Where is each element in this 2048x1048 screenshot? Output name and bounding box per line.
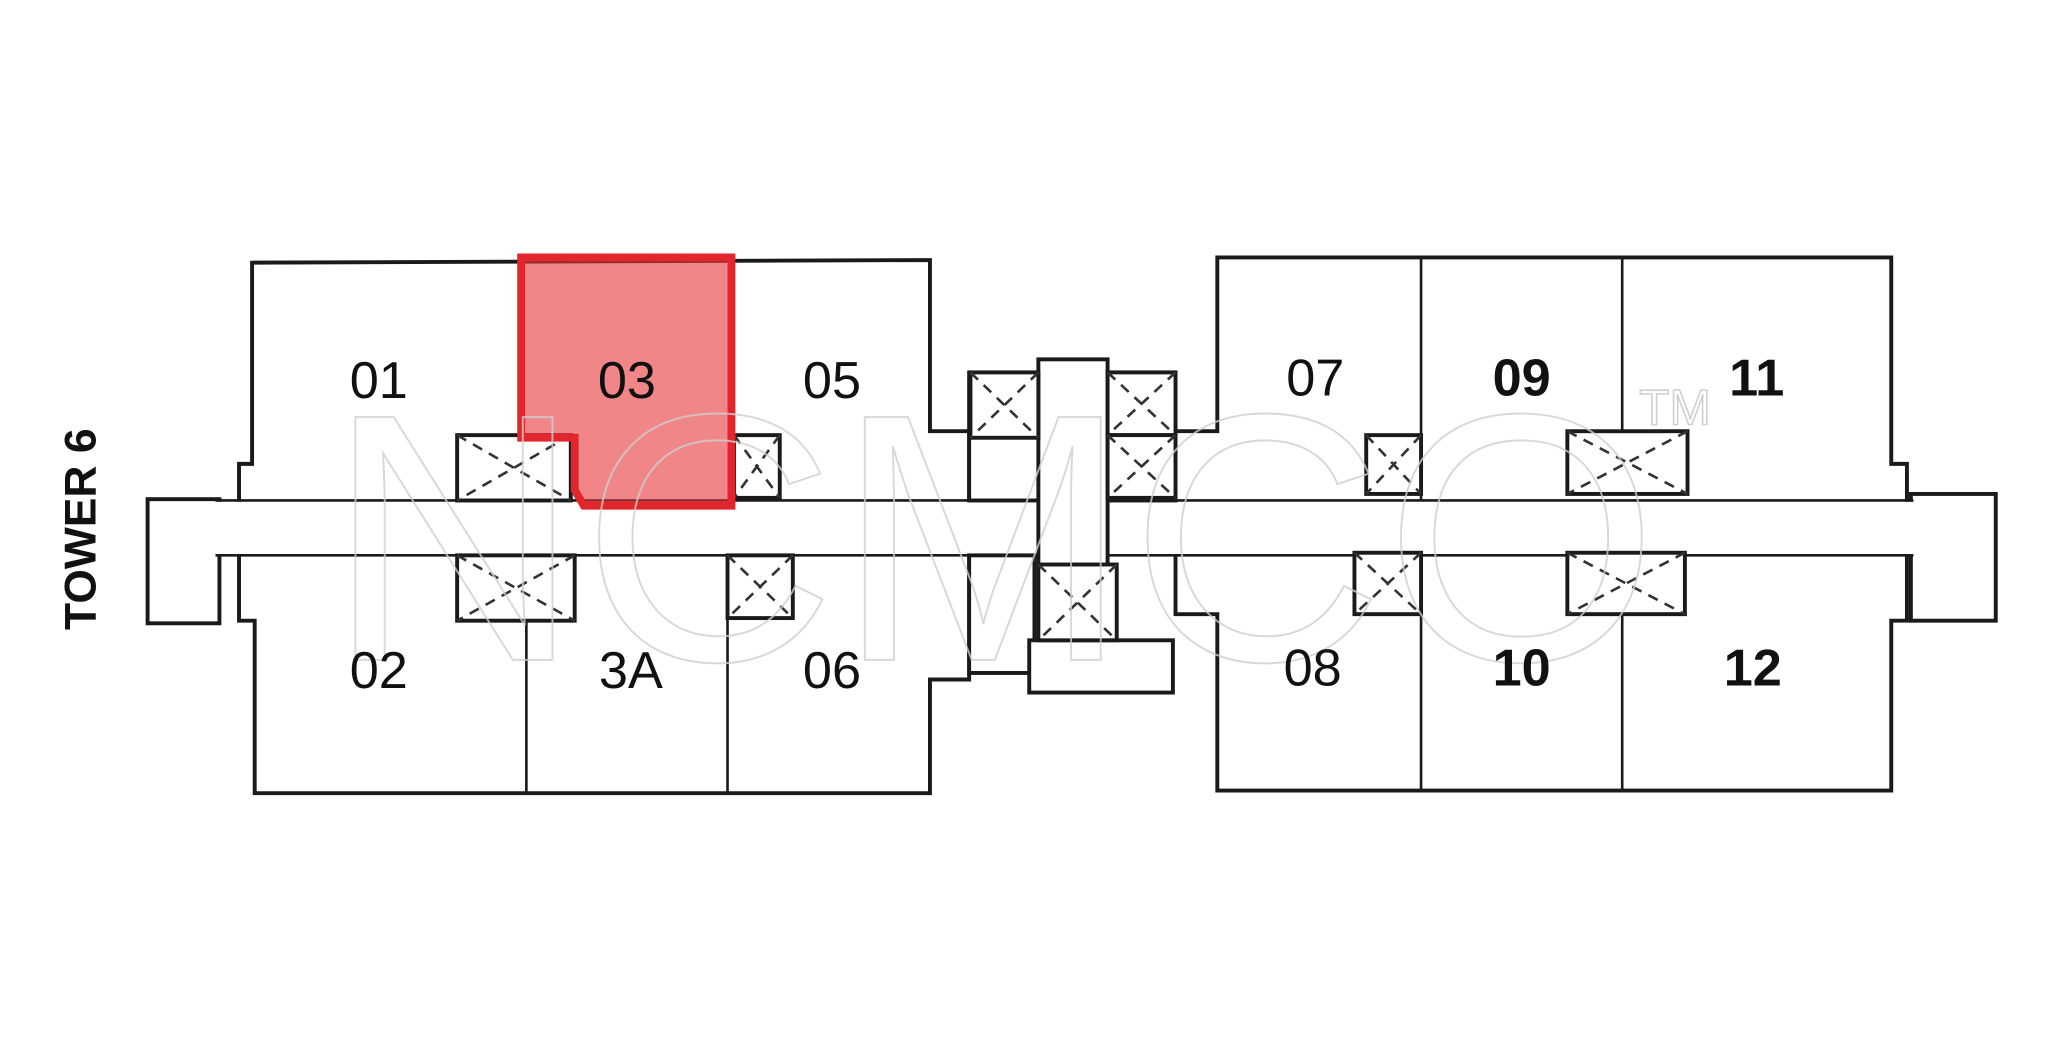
unit-label[interactable]: 08 <box>1284 639 1342 697</box>
unit-label[interactable]: 12 <box>1724 639 1782 697</box>
unit-label[interactable]: 07 <box>1286 349 1344 407</box>
shafts <box>455 370 1690 643</box>
core-lower-left <box>967 553 1037 675</box>
unit-label[interactable]: 06 <box>803 642 861 700</box>
unit-label[interactable]: 11 <box>1729 349 1784 407</box>
unit-label[interactable]: 10 <box>1493 639 1551 697</box>
unit-label[interactable]: 01 <box>350 352 408 410</box>
watermark-text: NCMCO <box>327 341 1659 735</box>
right-stair-stub <box>1908 491 1998 623</box>
unit-label[interactable]: 3A <box>599 642 663 700</box>
unit-label[interactable]: 02 <box>350 642 408 700</box>
unit-label[interactable]: 09 <box>1493 349 1551 407</box>
left-stair-stub <box>145 497 222 626</box>
core-lower <box>1027 638 1175 695</box>
watermark-tm: TM <box>1639 380 1711 436</box>
tower-label: TOWER 6 <box>56 428 105 630</box>
unit-label[interactable]: 05 <box>803 352 861 410</box>
unit-03-highlight[interactable] <box>517 253 736 510</box>
unit-label-selected[interactable]: 03 <box>598 352 656 410</box>
